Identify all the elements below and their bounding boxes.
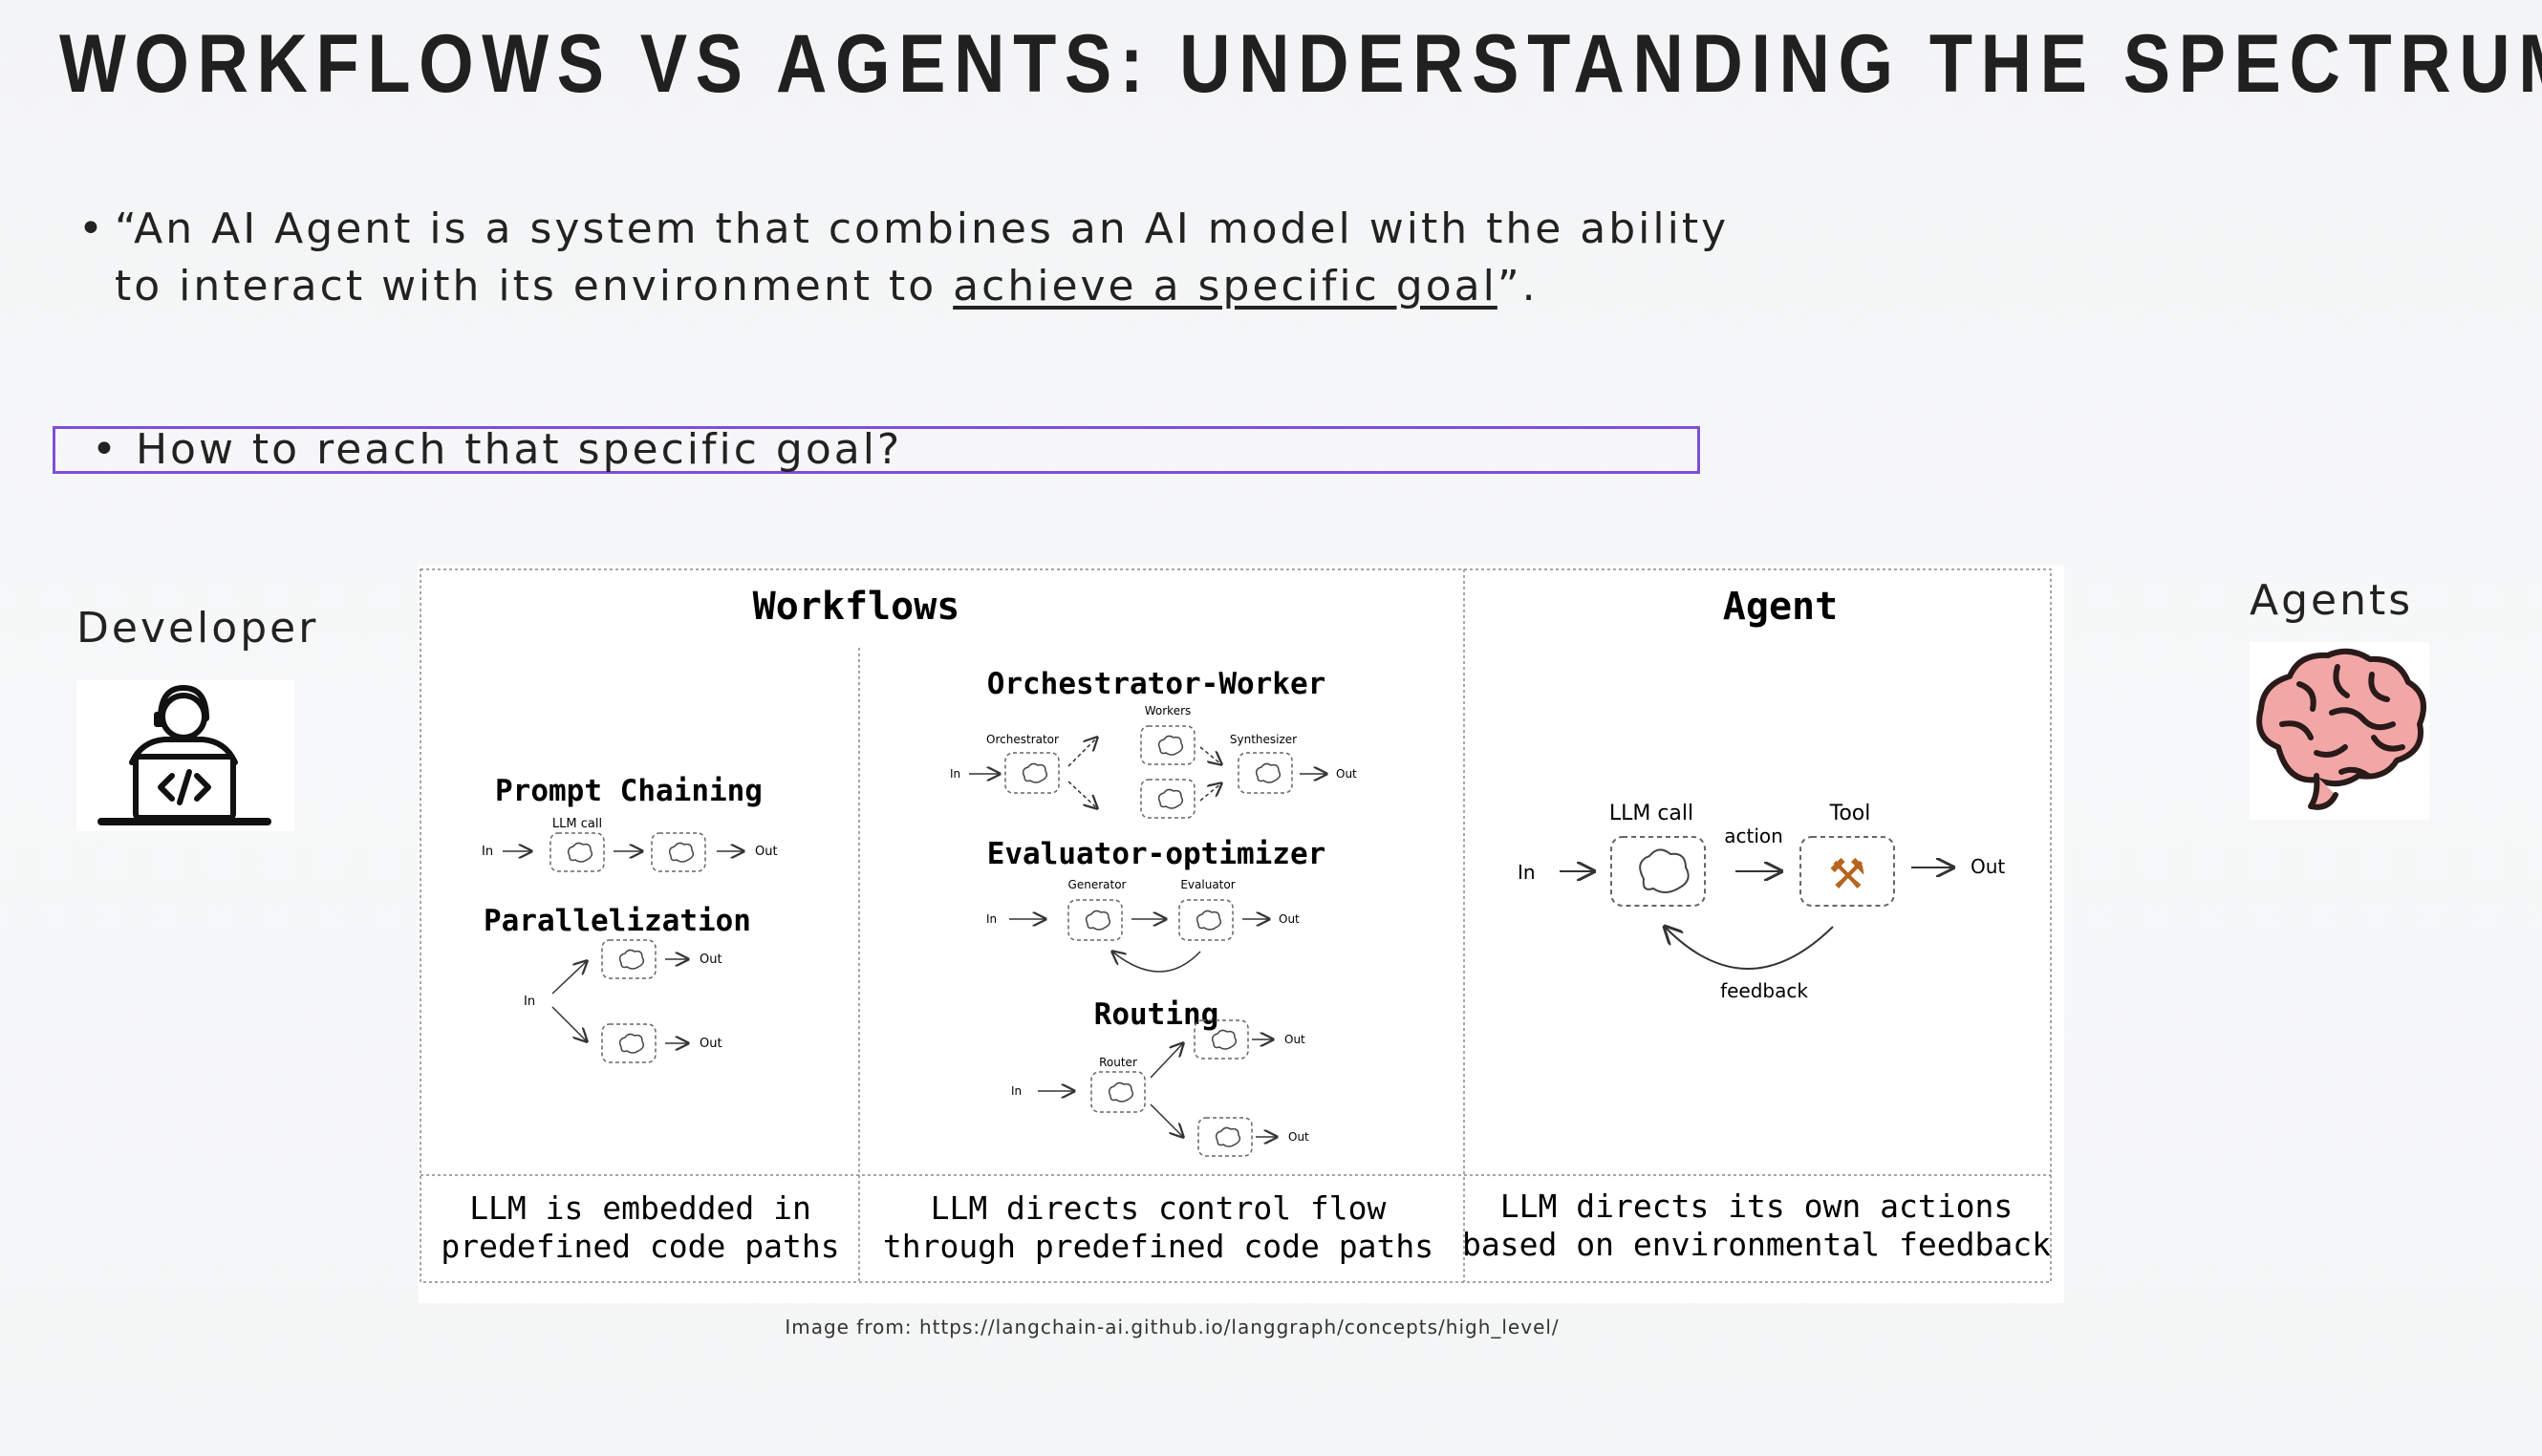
worker-node: [1140, 779, 1196, 819]
agent-out-label: Out: [1971, 855, 2005, 878]
bullet-dot: •: [78, 204, 106, 253]
question-highlight-box: [53, 426, 1700, 474]
workflows-caption-line1: LLM is embedded in: [469, 1189, 811, 1227]
agent-caption-line1: LLM directs its own actions: [1500, 1188, 2013, 1225]
evaluator-in-label: In: [986, 912, 997, 926]
prompt-chaining-title: Prompt Chaining: [495, 774, 763, 808]
developer-label: Developer: [76, 604, 319, 653]
parallelization-out-label: Out: [700, 953, 722, 967]
question-text: How to reach that specific goal?: [135, 425, 903, 474]
page-title: WORKFLOWS VS AGENTS: UNDERSTANDING THE S…: [59, 18, 2542, 110]
orchestrator-in-label: In: [950, 767, 960, 781]
routing-in-label: In: [1011, 1084, 1022, 1098]
orchestrator-node: [1004, 752, 1060, 794]
generator-node: [1067, 899, 1123, 941]
agent-brain-icon: [1639, 848, 1690, 893]
workflows-caption-line2: predefined code paths: [441, 1228, 839, 1265]
workflows-vs-agent-diagram: Workflows Agent Prompt Chaining LLM call…: [419, 566, 2064, 1303]
question-bullet: • How to reach that specific goal?: [92, 426, 902, 474]
evaluator-out-label: Out: [1279, 912, 1300, 926]
parallelization-out-label: Out: [700, 1037, 722, 1051]
routing-title: Routing: [1094, 997, 1219, 1032]
generator-label: Generator: [1068, 878, 1127, 891]
orchestrator-label: Orchestrator: [986, 733, 1059, 746]
workflows-header: Workflows: [753, 585, 960, 629]
agent-caption-line2: based on environmental feedback: [1462, 1226, 2051, 1263]
agent-definition-bullet: • “An AI Agent is a system that combines…: [78, 201, 1760, 315]
orchestrator-out-label: Out: [1336, 767, 1357, 781]
agent-llm-call-label: LLM call: [1609, 802, 1693, 825]
workers-label: Workers: [1145, 704, 1192, 717]
prompt-chaining-in-label: In: [482, 845, 493, 859]
agent-feedback-label: feedback: [1720, 979, 1808, 1002]
bullet-dot: •: [92, 425, 119, 474]
quote-underlined: achieve a specific goal: [953, 262, 1497, 310]
route-node: [1194, 1019, 1249, 1060]
router-node: [1090, 1071, 1146, 1113]
brain-icon: [2250, 642, 2429, 820]
agent-header: Agent: [1723, 585, 1838, 629]
synthesizer-node: [1238, 752, 1293, 794]
agent-llm-node: [1610, 836, 1706, 907]
llm-call-node: [651, 832, 706, 872]
tool-icon: ⚒: [1828, 850, 1865, 899]
evaluator-node: [1178, 899, 1234, 941]
agent-action-label: action: [1724, 824, 1783, 847]
agents-label: Agents: [2250, 576, 2414, 625]
quote-text: “An AI Agent is a system that combines a…: [115, 204, 1730, 310]
llm-call-node: [601, 1023, 657, 1063]
parallelization-in-label: In: [524, 995, 535, 1009]
quote-end: ”.: [1497, 262, 1539, 310]
llm-call-node: [601, 939, 657, 979]
routing-out-label: Out: [1288, 1130, 1309, 1144]
agent-in-label: In: [1518, 861, 1536, 884]
control-flow-caption-line2: through predefined code paths: [883, 1228, 1433, 1265]
agent-tool-node: [1799, 836, 1895, 907]
orchestrator-worker-title: Orchestrator-Worker: [987, 667, 1326, 701]
route-node: [1197, 1117, 1253, 1157]
evaluator-optimizer-title: Evaluator-optimizer: [987, 837, 1326, 871]
routing-out-label: Out: [1284, 1033, 1305, 1046]
synthesizer-label: Synthesizer: [1230, 733, 1297, 746]
parallelization-title: Parallelization: [484, 904, 751, 938]
evaluator-label: Evaluator: [1180, 878, 1235, 891]
prompt-chaining-out-label: Out: [755, 845, 778, 859]
developer-laptop-icon: [76, 680, 294, 831]
prompt-chaining-llm-call-label: LLM call: [552, 817, 602, 831]
llm-call-node: [549, 832, 605, 872]
router-label: Router: [1099, 1056, 1137, 1069]
agent-tool-label: Tool: [1829, 802, 1871, 825]
control-flow-caption-line1: LLM directs control flow: [931, 1189, 1387, 1227]
image-credit: Image from: https://langchain-ai.github.…: [785, 1316, 1560, 1338]
worker-node: [1140, 725, 1196, 765]
